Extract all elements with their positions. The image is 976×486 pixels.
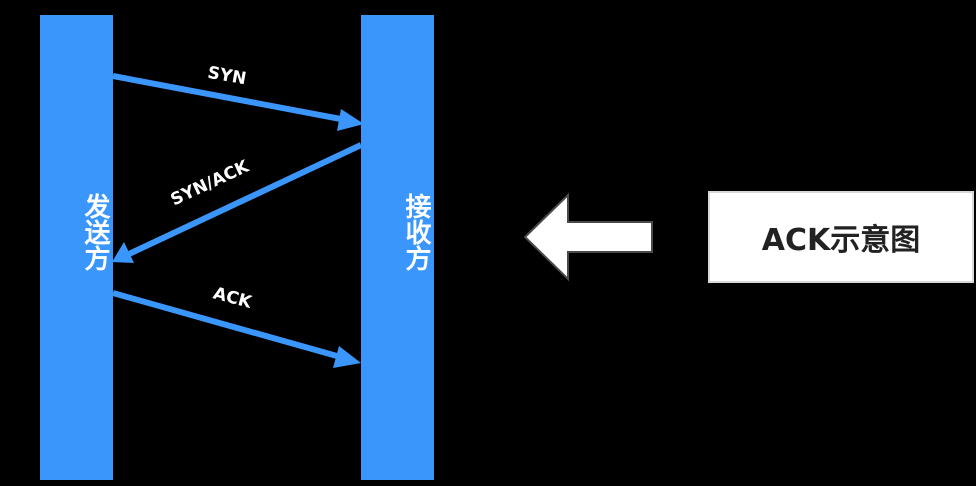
- sender-label: 发送方: [80, 193, 110, 271]
- syn-label: SYN: [206, 63, 248, 89]
- note-box: ACK示意图: [708, 191, 974, 283]
- sender-lane: 发送方: [40, 15, 113, 480]
- syn-ack-arrow: [112, 142, 363, 263]
- syn-arrow: [112, 73, 364, 131]
- pointer-arrow-icon: [523, 192, 653, 282]
- note-text: ACK示意图: [761, 223, 921, 258]
- ack-arrow: [112, 290, 361, 368]
- receiver-label: 接收方: [401, 193, 431, 271]
- receiver-lane: 接收方: [361, 15, 434, 480]
- ack-label: ACK: [211, 283, 254, 313]
